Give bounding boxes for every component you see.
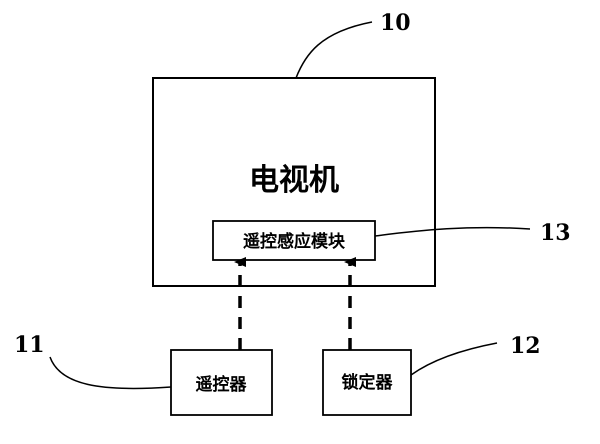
leader-line-12	[410, 342, 498, 376]
sensor-module-label: 遥控感应模块	[243, 231, 346, 252]
ref-number-12: 12	[510, 333, 541, 359]
leader-line-13	[374, 226, 531, 237]
locker-label: 锁定器	[342, 372, 394, 393]
ref-number-10: 10	[380, 10, 411, 36]
ref-number-13: 13	[540, 220, 571, 246]
leader-line-10	[295, 21, 373, 79]
remote-label: 遥控器	[196, 374, 248, 395]
ref-number-11: 11	[14, 332, 45, 358]
tv-box	[152, 77, 436, 287]
locker-box	[322, 349, 412, 416]
sensor-module-box	[212, 220, 376, 261]
remote-box	[170, 349, 273, 416]
tv-label: 电视机	[249, 163, 339, 198]
leader-line-11	[49, 356, 172, 390]
